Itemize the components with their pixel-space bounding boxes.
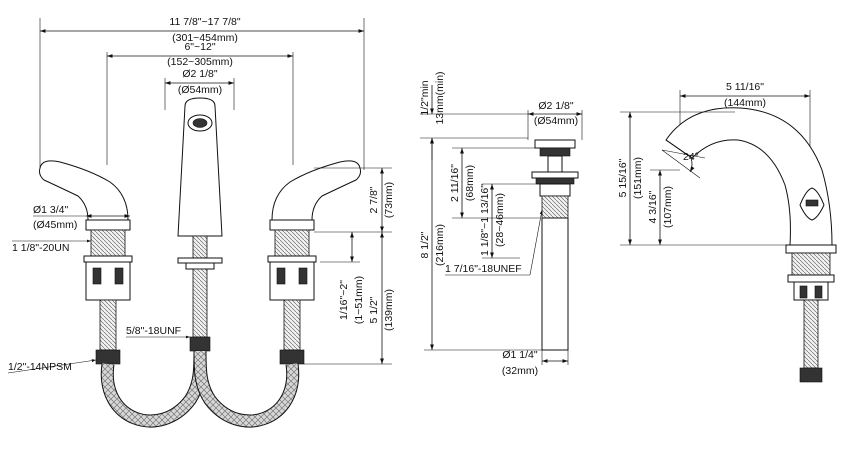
overall-width-label: 11 7/8"~17 7/8" [169, 16, 240, 28]
left-handle-base [85, 219, 131, 231]
right-handle-lever [271, 160, 361, 221]
drain-grip-range-label: 1 1/8"~1 13/16" [479, 184, 491, 256]
drain-clearance-label: 1/2"min [419, 80, 431, 115]
supply-thread-label: 1/2"-14NPSM [8, 361, 72, 373]
reach-mm-label: (144mm) [724, 97, 766, 109]
right-handle-base [269, 219, 315, 231]
spout-diameter-mm-label: (Ø54mm) [178, 84, 222, 96]
spout-shank [192, 235, 208, 259]
spout-height-mm-label: (151mm) [632, 157, 644, 199]
drain-grip-range-mm-label: (28~46mm) [494, 193, 506, 247]
drain-stopper [534, 139, 576, 149]
drain-tailpiece [541, 217, 569, 351]
drain-flange-diameter-mm-label: (Ø54mm) [534, 115, 578, 127]
front-view: 11 7/8"~17 7/8" (301~454mm) 6"~12" (152~… [7, 16, 395, 428]
handle-height-label: 2 7/8" [368, 186, 380, 213]
handle-thread-label: 1 1/8"-20UN [12, 242, 69, 254]
drain-total-height-label: 8 1/2" [419, 231, 431, 258]
drain-clearance-mm-label: 13mm(min) [434, 71, 446, 124]
drain-tailpiece-thread [541, 195, 569, 219]
outlet-angle-label: 24° [683, 151, 699, 163]
drain-tail-diameter-mm-label: (32mm) [502, 365, 538, 377]
overall-width-mm-label: (301~454mm) [172, 32, 238, 44]
shank-length-label: 5 1/2" [368, 296, 380, 323]
drain-view: 1/2"min 13mm(min) Ø2 1/8" (Ø54mm) 8 1/2"… [419, 71, 583, 377]
grip-range-mm-label: (1~51mm) [353, 276, 365, 324]
spout-diameter-label: Ø2 1/8" [182, 68, 218, 80]
handle-diameter-mm-label: (Ø45mm) [33, 219, 77, 231]
drain-total-height-mm-label: (216mm) [434, 224, 446, 266]
drain-tail-diameter-label: Ø1 1/4" [502, 349, 538, 361]
shank-length-mm-label: (139mm) [383, 289, 395, 331]
center-spacing-mm-label: (152~305mm) [167, 56, 233, 68]
spout-height-label: 5 15/16" [617, 158, 629, 197]
grip-range-label: 1/16"~2" [338, 280, 350, 320]
drain-body-height-mm-label: (68mm) [464, 165, 476, 201]
reach-label: 5 11/16" [726, 81, 764, 93]
outlet-height-mm-label: (107mm) [662, 186, 674, 228]
handle-height-mm-label: (73mm) [383, 182, 395, 218]
hose-thread-label: 5/8"-18UNF [126, 325, 181, 337]
side-view: 5 11/16" (144mm) 24° 5 15/16" (151mm) 4 … [617, 81, 837, 383]
outlet-height-label: 4 3/16" [647, 190, 659, 223]
spout-body [177, 97, 223, 237]
drain-tail-thread-label: 1 7/16"-18UNEF [445, 263, 522, 275]
gooseneck-spout [665, 107, 833, 246]
center-spacing-label: 6"~12" [184, 41, 215, 53]
drain-flange [531, 171, 579, 179]
drain-flange-diameter-label: Ø2 1/8" [538, 100, 574, 112]
handle-diameter-label: Ø1 3/4" [33, 204, 69, 216]
side-base [785, 244, 837, 254]
drain-body-height-label: 2 11/16" [449, 164, 461, 202]
